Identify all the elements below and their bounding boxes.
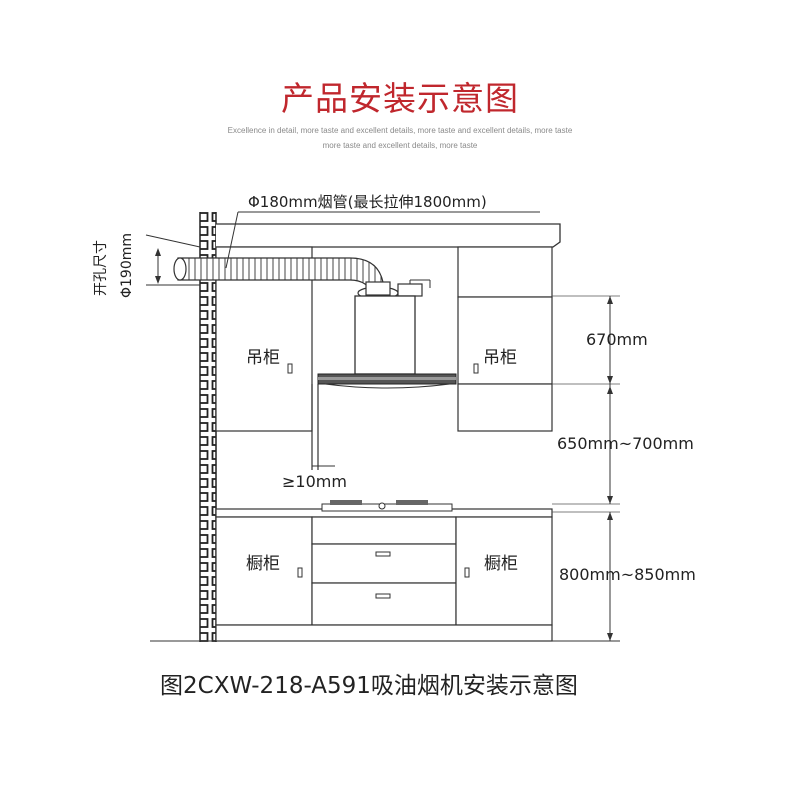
page-title: 产品安装示意图 <box>281 79 519 118</box>
gap-label: ≥10mm <box>282 472 347 491</box>
upper-cabinet-left-label: 吊柜 <box>246 348 280 368</box>
figure-caption: 图2CXW-218-A591吸油烟机安装示意图 <box>160 673 578 699</box>
drawer-unit <box>311 516 457 626</box>
upper-cabinet-right <box>457 246 553 432</box>
floor-base <box>150 624 620 642</box>
hole-label-line-1: 开孔尺寸 <box>93 240 109 296</box>
subtitle-line-2: more taste and excellent details, more t… <box>322 141 478 150</box>
dim-hood-to-stove: 650mm~700mm <box>557 434 694 453</box>
hole-label-line-2: Φ190mm <box>119 233 135 298</box>
pipe-callout <box>225 211 540 269</box>
upper-cabinet-right-label: 吊柜 <box>483 348 517 368</box>
ceiling-board <box>216 223 561 248</box>
dim-counter-height: 800mm~850mm <box>559 565 696 584</box>
pipe-label: Φ180mm烟管(最长拉伸1800mm) <box>248 193 487 211</box>
lower-cabinet-right-label: 橱柜 <box>484 554 518 574</box>
lower-cabinet-left-label: 橱柜 <box>246 554 280 574</box>
gas-stove <box>321 500 453 512</box>
dimension-lines <box>552 295 620 641</box>
subtitle-line-1: Excellence in detail, more taste and exc… <box>227 126 573 135</box>
wall-gap-lines <box>311 384 335 470</box>
lower-cabinet-left <box>215 516 313 626</box>
hole-dimension <box>145 234 201 286</box>
dim-hood-height: 670mm <box>586 330 648 349</box>
range-hood <box>317 279 457 389</box>
